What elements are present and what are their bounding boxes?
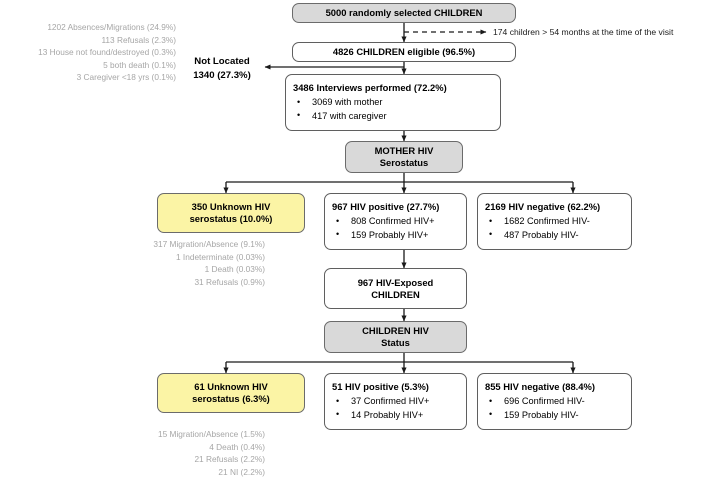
list-item: 417 with caregiver: [293, 109, 493, 124]
node-interviews-title: 3486 Interviews performed (72.2%): [293, 82, 447, 93]
node-mother-serostatus-sub: Serostatus: [379, 157, 429, 168]
sidenote-not-located-reasons: 1202 Absences/Migrations (24.9%) 113 Ref…: [0, 21, 176, 84]
node-children-negative-bullets: 696 Confirmed HIV- 159 Probably HIV-: [478, 395, 631, 422]
node-mother-negative-title: 2169 HIV negative (62.2%): [485, 201, 601, 212]
not-located-line1: Not Located: [194, 56, 250, 67]
node-children-serostatus: CHILDREN HIV Status: [324, 321, 467, 353]
list-item: 1682 Confirmed HIV-: [485, 215, 624, 229]
node-mother-positive: 967 HIV positive (27.7%) 808 Confirmed H…: [324, 193, 467, 250]
node-mother-negative-bullets: 1682 Confirmed HIV- 487 Probably HIV-: [478, 215, 631, 242]
sidenote-line: 4 Death (0.4%): [209, 441, 265, 452]
node-source: 5000 randomly selected CHILDREN: [292, 3, 516, 23]
list-item: 3069 with mother: [293, 96, 493, 110]
sidenote-line: 31 Refusals (0.9%): [194, 276, 265, 287]
node-interviews-bullets: 3069 with mother 417 with caregiver: [286, 96, 500, 123]
sidenote-line: 21 NI (2.2%): [218, 466, 265, 477]
node-children-serostatus-title: CHILDREN HIV: [362, 325, 429, 336]
sidenote-line: 317 Migration/Absence (9.1%): [153, 239, 265, 249]
node-hiv-exposed: 967 HIV-Exposed CHILDREN: [324, 268, 467, 309]
sidenote-line: 13 House not found/destroyed (0.3%): [38, 47, 176, 58]
sidenote-line: 15 Migration/Absence (1.5%): [158, 429, 265, 439]
node-hiv-exposed-title: 967 HIV-Exposed: [357, 276, 434, 288]
node-eligible: 4826 CHILDREN eligible (96.5%): [292, 42, 516, 62]
sidenote-mother-unknown-reasons: 317 Migration/Absence (9.1%) 1 Indetermi…: [105, 238, 265, 288]
node-children-negative: 855 HIV negative (88.4%) 696 Confirmed H…: [477, 373, 632, 430]
sidenote-line: 1202 Absences/Migrations (24.9%): [47, 22, 176, 32]
list-item: 159 Probably HIV+: [332, 228, 459, 243]
list-item: 487 Probably HIV-: [485, 228, 624, 243]
sidenote-line: 3 Caregiver <18 yrs (0.1%): [76, 72, 176, 83]
node-children-serostatus-sub: Status: [381, 337, 410, 348]
node-children-unknown-title: 61 Unknown HIV: [194, 381, 268, 392]
sidenote-line: 113 Refusals (2.3%): [101, 34, 176, 45]
node-mother-serostatus: MOTHER HIV Serostatus: [345, 141, 463, 173]
node-source-title: 5000 randomly selected CHILDREN: [325, 7, 483, 18]
node-hiv-exposed-sub: CHILDREN: [371, 288, 420, 300]
node-children-unknown: 61 Unknown HIV serostatus (6.3%): [157, 373, 305, 413]
list-item: 159 Probably HIV-: [485, 408, 624, 423]
node-eligible-title: 4826 CHILDREN eligible (96.5%): [332, 46, 476, 57]
node-mother-positive-title: 967 HIV positive (27.7%): [332, 201, 440, 212]
node-children-positive: 51 HIV positive (5.3%) 37 Confirmed HIV+…: [324, 373, 467, 430]
node-mother-positive-bullets: 808 Confirmed HIV+ 159 Probably HIV+: [325, 215, 466, 242]
list-item: 696 Confirmed HIV-: [485, 395, 624, 409]
node-mother-serostatus-title: MOTHER HIV: [374, 145, 434, 156]
node-mother-unknown-title: 350 Unknown HIV: [191, 201, 271, 212]
node-children-positive-bullets: 37 Confirmed HIV+ 14 Probably HIV+: [325, 395, 466, 422]
annotation-not-located: Not Located 1340 (27.3%): [178, 55, 266, 82]
sidenote-line: 1 Death (0.03%): [204, 264, 265, 275]
node-mother-unknown-sub: serostatus (10.0%): [189, 213, 273, 224]
not-located-line2: 1340 (27.3%): [193, 69, 251, 81]
node-interviews: 3486 Interviews performed (72.2%) 3069 w…: [285, 74, 501, 131]
list-item: 14 Probably HIV+: [332, 408, 459, 423]
node-children-positive-title: 51 HIV positive (5.3%): [332, 381, 429, 392]
node-mother-negative: 2169 HIV negative (62.2%) 1682 Confirmed…: [477, 193, 632, 250]
sidenote-children-unknown-reasons: 15 Migration/Absence (1.5%) 4 Death (0.4…: [105, 428, 265, 478]
node-children-unknown-sub: serostatus (6.3%): [192, 393, 270, 404]
list-item: 808 Confirmed HIV+: [332, 215, 459, 229]
node-mother-unknown: 350 Unknown HIV serostatus (10.0%): [157, 193, 305, 233]
sidenote-line: 21 Refusals (2.2%): [194, 454, 265, 465]
annotation-excluded-age: 174 children > 54 months at the time of …: [493, 27, 674, 37]
sidenote-line: 1 Indeterminate (0.03%): [175, 251, 265, 262]
node-children-negative-title: 855 HIV negative (88.4%): [485, 381, 595, 392]
list-item: 37 Confirmed HIV+: [332, 395, 459, 409]
sidenote-line: 5 both death (0.1%): [103, 59, 176, 70]
